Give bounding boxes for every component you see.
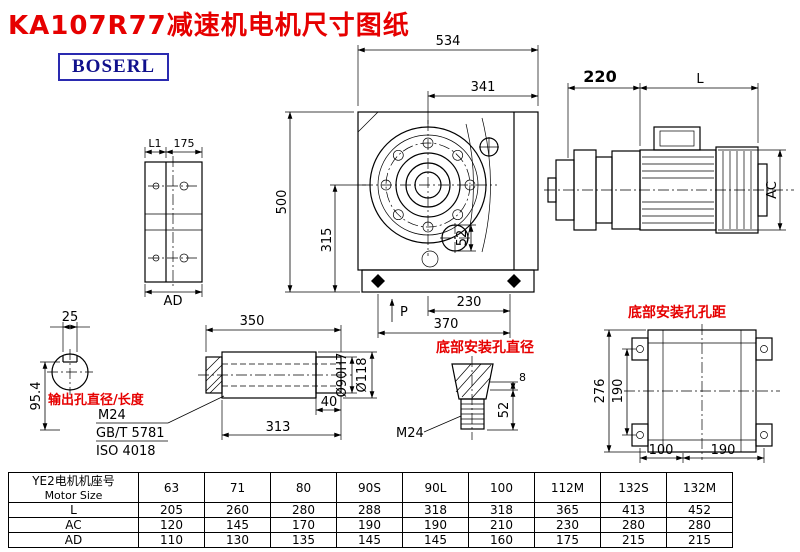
- dim-40: 40: [321, 395, 338, 410]
- dim-230: 230: [457, 295, 482, 310]
- dim-220: 220: [583, 67, 616, 86]
- output-flange-side-view: L1 175 AD: [144, 137, 203, 309]
- dim-500: 500: [275, 190, 290, 215]
- motor-side-view: 220 L AC: [544, 67, 794, 234]
- table-cell: 280: [666, 517, 733, 533]
- terminal-box: [653, 126, 701, 151]
- label-output-hole: 输出孔直径/长度: [48, 392, 145, 408]
- table-row-L: L 205 260 280 288 318 318 365 413 452: [8, 502, 733, 518]
- table-cell: 160: [468, 532, 535, 548]
- table-cell: 170: [270, 517, 337, 533]
- dim-l: L: [696, 72, 704, 87]
- dim-341: 341: [471, 80, 496, 95]
- table-cell: 210: [468, 517, 535, 533]
- label-bolt-m24: M24: [396, 426, 424, 441]
- table-cell: 260: [204, 502, 271, 518]
- dim-190-vertical: 190: [611, 379, 626, 404]
- table-cell: 215: [600, 532, 667, 548]
- table-row-AC: AC 120 145 170 190 190 210 230 280 280: [8, 517, 733, 533]
- label-gb-standard: GB/T 5781: [96, 426, 165, 441]
- table-cell: 190: [336, 517, 403, 533]
- shaft-section-view: 25 95.4: [29, 310, 93, 431]
- page-title: KA107R77减速机电机尺寸图纸: [8, 11, 410, 41]
- table-row-label: L: [8, 502, 139, 518]
- motor-size-table: YE2电机机座号 Motor Size 63 71 80 90S 90L 100…: [8, 472, 733, 548]
- dim-ad: AD: [164, 294, 183, 309]
- dim-52: 52: [455, 230, 470, 247]
- table-cell: 175: [534, 532, 601, 548]
- table-col-header: 63: [138, 472, 205, 503]
- dim-276: 276: [593, 379, 608, 404]
- dim-52-bolt: 52: [497, 402, 512, 419]
- table-cell: 230: [534, 517, 601, 533]
- dim-190-horizontal: 190: [711, 443, 736, 458]
- table-header-cn: YE2电机机座号: [32, 473, 115, 488]
- table-cell: 288: [336, 502, 403, 518]
- dim-diameter-118: Ø118: [355, 357, 370, 392]
- label-bottom-hole-spacing: 底部安装孔孔距: [628, 304, 726, 321]
- table-cell: 280: [600, 517, 667, 533]
- table-cell: 190: [402, 517, 469, 533]
- table-col-header: 132S: [600, 472, 667, 503]
- table-cell: 452: [666, 502, 733, 518]
- dim-95-4: 95.4: [29, 382, 44, 411]
- table-cell: 318: [468, 502, 535, 518]
- dim-diameter-90: Ø90H7: [335, 353, 350, 398]
- boserl-logo-text: BOSERL: [72, 56, 156, 77]
- gearbox-front-view: 534 341 500 315 52 230 370 P: [275, 34, 539, 338]
- table-cell: 110: [138, 532, 205, 548]
- label-bottom-hole-diameter: 底部安装孔直径: [436, 339, 534, 356]
- table-row-label: AC: [8, 517, 139, 533]
- table-header-row: YE2电机机座号 Motor Size 63 71 80 90S 90L 100…: [8, 472, 733, 503]
- label-p: P: [400, 305, 408, 320]
- dim-350: 350: [240, 314, 265, 329]
- table-col-header: 100: [468, 472, 535, 503]
- dim-370: 370: [434, 317, 459, 332]
- table-cell: 413: [600, 502, 667, 518]
- table-col-header: 112M: [534, 472, 601, 503]
- dim-313: 313: [266, 420, 291, 435]
- table-cell: 215: [666, 532, 733, 548]
- table-cell: 120: [138, 517, 205, 533]
- dim-8: 8: [519, 371, 526, 384]
- dim-25: 25: [62, 310, 79, 325]
- table-col-header: 71: [204, 472, 271, 503]
- table-corner-header: YE2电机机座号 Motor Size: [8, 472, 139, 503]
- dim-100: 100: [649, 443, 674, 458]
- table-row-AD: AD 110 130 135 145 145 160 175 215 215: [8, 532, 733, 548]
- table-cell: 130: [204, 532, 271, 548]
- table-header-en: Motor Size: [44, 488, 103, 502]
- bottom-mounting-view: 底部安装孔孔距 276 190 100 190: [593, 304, 780, 463]
- table-col-header: 90S: [336, 472, 403, 503]
- table-row-label: AD: [8, 532, 139, 548]
- anchor-mark-left: [371, 274, 385, 288]
- boserl-logo: BOSERL: [58, 53, 170, 81]
- dim-175: 175: [174, 137, 195, 150]
- output-shaft-view: 350 40 313 Ø90H7 Ø118 输出孔直径/长度 M24 GB/T …: [48, 314, 377, 459]
- label-m24-thread: M24: [98, 408, 126, 423]
- table-cell: 280: [270, 502, 337, 518]
- dim-534: 534: [436, 34, 461, 49]
- label-iso-standard: ISO 4018: [96, 444, 156, 459]
- table-cell: 145: [402, 532, 469, 548]
- table-col-header: 80: [270, 472, 337, 503]
- anchor-mark-right: [507, 274, 521, 288]
- table-cell: 145: [204, 517, 271, 533]
- table-col-header: 132M: [666, 472, 733, 503]
- table-cell: 135: [270, 532, 337, 548]
- table-cell: 318: [402, 502, 469, 518]
- table-cell: 145: [336, 532, 403, 548]
- table-cell: 205: [138, 502, 205, 518]
- table-col-header: 90L: [402, 472, 469, 503]
- dim-ac: AC: [765, 181, 780, 199]
- mounting-bolt-view: 底部安装孔直径 M24 8 52: [396, 339, 534, 441]
- table-cell: 365: [534, 502, 601, 518]
- dim-315: 315: [320, 228, 335, 253]
- dim-l1: L1: [148, 137, 161, 150]
